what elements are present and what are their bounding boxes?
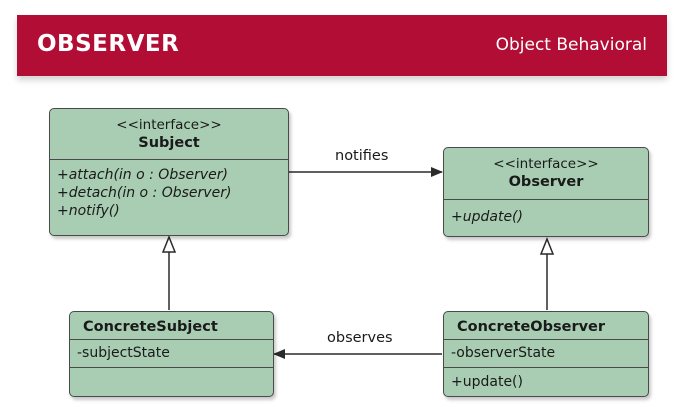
observer-class-box: <<interface>> Observer +update() — [443, 147, 649, 237]
operation-detach: +detach(in o : Observer) — [57, 185, 232, 201]
subject-class-box: <<interface>> Subject +attach(in o : Obs… — [49, 108, 289, 236]
subject-header: <<interface>> Subject — [50, 109, 288, 160]
operation-update: +update() — [451, 209, 523, 225]
observer-stereotype: <<interface>> — [493, 156, 599, 172]
pattern-category: Object Behavioral — [495, 35, 647, 55]
concrete-observer-attributes: -observerState — [444, 340, 648, 367]
subject-stereotype: <<interface>> — [116, 117, 222, 133]
subject-realization-arrowhead — [161, 234, 177, 253]
operation-notify: +notify() — [57, 203, 120, 219]
concrete-subject-attributes: -subjectState — [70, 340, 273, 367]
subject-operations: +attach(in o : Observer) +detach(in o : … — [50, 160, 288, 220]
notifies-label: notifies — [335, 148, 389, 164]
title-banner: OBSERVER Object Behavioral — [17, 15, 667, 76]
attribute-subject-state: -subjectState — [77, 345, 170, 361]
operation-attach: +attach(in o : Observer) — [57, 167, 228, 183]
observes-label: observes — [327, 330, 393, 346]
concrete-subject-name: ConcreteSubject — [70, 312, 273, 340]
observer-operations: +update() — [444, 200, 648, 226]
concrete-observer-operations: +update() — [444, 367, 648, 396]
operation-update: +update() — [451, 374, 523, 390]
observer-header: <<interface>> Observer — [444, 148, 648, 200]
observer-realization-arrowhead — [539, 236, 555, 255]
subject-name: Subject — [138, 135, 200, 151]
attribute-observer-state: -observerState — [451, 345, 556, 361]
concrete-subject-operations — [70, 367, 273, 396]
concrete-subject-class-box: ConcreteSubject -subjectState — [69, 311, 274, 397]
observer-name: Observer — [508, 174, 584, 190]
concrete-observer-name: ConcreteObserver — [444, 312, 648, 340]
pattern-title: OBSERVER — [37, 31, 180, 57]
concrete-observer-class-box: ConcreteObserver -observerState +update(… — [443, 311, 649, 397]
